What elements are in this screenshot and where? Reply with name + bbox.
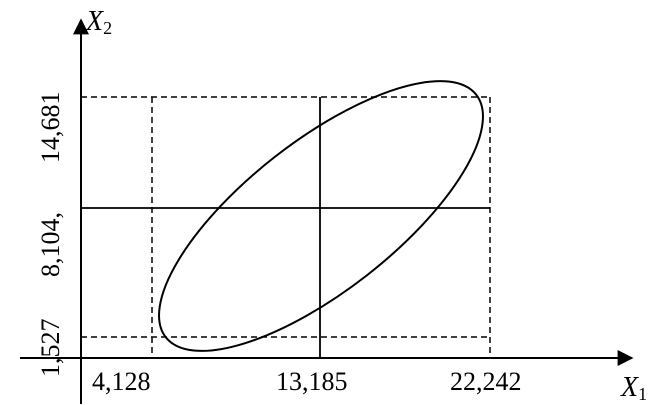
y-tick-label-low: 1,527 bbox=[36, 319, 65, 378]
bounding-box bbox=[81, 96, 491, 358]
y-axis-label: X2 bbox=[85, 6, 112, 38]
y-tick-label-high: 14,681 bbox=[36, 92, 65, 164]
x-tick-label-mid: 13,185 bbox=[276, 367, 348, 396]
x-axis-label: X1 bbox=[620, 372, 647, 404]
y-tick-label-mid: 8,104, bbox=[36, 212, 65, 277]
x-tick-label-low: 4,128 bbox=[92, 367, 151, 396]
x-tick-label-high: 22,242 bbox=[450, 367, 522, 396]
confidence-ellipse bbox=[158, 80, 484, 352]
